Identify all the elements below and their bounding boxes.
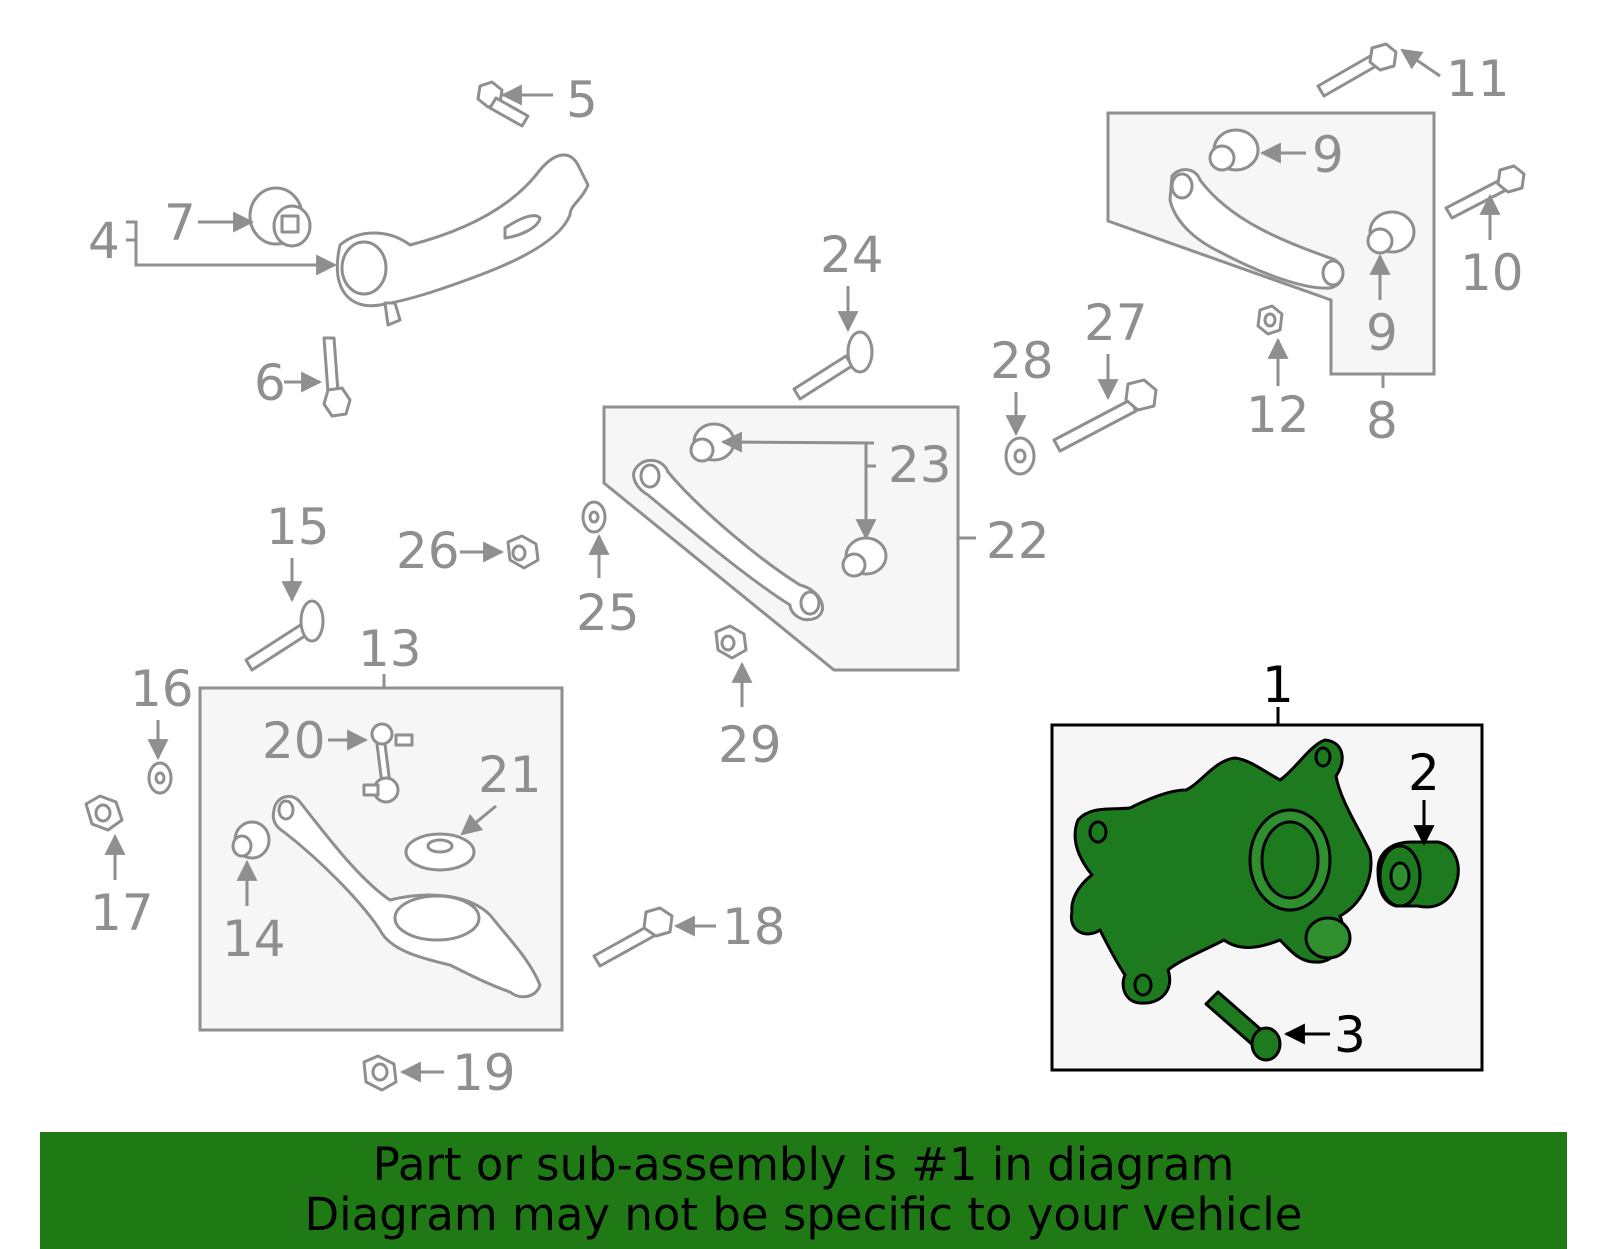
- upper-arm-eye-1: [1170, 172, 1194, 200]
- part-9-bushing-bottom[interactable]: [1366, 210, 1416, 255]
- part-5-bolt[interactable]: [476, 80, 530, 128]
- callout-29: 29: [718, 716, 782, 774]
- part-12-nut[interactable]: [1256, 304, 1284, 336]
- callout-28: 28: [990, 332, 1054, 390]
- callout-7: 7: [164, 194, 196, 252]
- banner-line-1: Part or sub-assembly is #1 in diagram: [372, 1138, 1235, 1191]
- callout-22: 22: [986, 512, 1050, 570]
- part-11-bolt[interactable]: [1316, 42, 1398, 98]
- part-29-nut[interactable]: [714, 624, 748, 660]
- part-15-bolt[interactable]: [244, 599, 325, 672]
- lower-arm-spring-seat: [393, 894, 481, 942]
- part-16-washer[interactable]: [147, 761, 173, 795]
- callout-24: 24: [820, 226, 884, 284]
- callout-15: 15: [266, 498, 330, 556]
- part-21-spring-seat[interactable]: [404, 832, 476, 872]
- callout-13: 13: [358, 620, 422, 678]
- toe-link-eye-1: [639, 463, 661, 489]
- part-26-nut[interactable]: [506, 534, 540, 570]
- part-19-nut[interactable]: [362, 1054, 398, 1092]
- callout-9b: 9: [1366, 304, 1398, 362]
- callout-21: 21: [478, 746, 542, 804]
- callout-20: 20: [262, 712, 326, 770]
- toe-link-eye-2: [799, 590, 821, 616]
- upper-arm-eye-2: [1321, 259, 1345, 287]
- part-24-bolt[interactable]: [792, 330, 874, 401]
- part-10-bolt[interactable]: [1444, 164, 1526, 220]
- part-23-bushing-bottom[interactable]: [841, 536, 888, 578]
- part-9-bushing-top[interactable]: [1208, 128, 1260, 172]
- knuckle-hub-bore-inner: [1260, 820, 1320, 900]
- callout-3: 3: [1334, 1006, 1366, 1064]
- callout-10: 10: [1460, 244, 1524, 302]
- callout-8: 8: [1366, 392, 1398, 450]
- part-25-washer[interactable]: [581, 500, 607, 534]
- part-20-stabilizer-link[interactable]: [362, 722, 414, 804]
- callout-1: 1: [1262, 656, 1294, 714]
- part-6-bolt[interactable]: [322, 336, 352, 418]
- callout-14: 14: [222, 910, 286, 968]
- callout-19: 19: [452, 1044, 516, 1102]
- callout-23: 23: [888, 436, 952, 494]
- part-3-bolt[interactable]: [1204, 990, 1282, 1062]
- part-18-bolt[interactable]: [592, 906, 674, 968]
- callout-2: 2: [1408, 744, 1440, 802]
- leader-23: [720, 431, 875, 453]
- part-17-nut[interactable]: [84, 794, 124, 832]
- part-7-bushing[interactable]: [248, 186, 312, 248]
- leader-11: [1400, 48, 1441, 78]
- trailing-arm-bushing-eye: [340, 240, 388, 296]
- callout-11: 11: [1446, 50, 1510, 108]
- trailing-arm-slot: [503, 214, 542, 240]
- part-28-washer[interactable]: [1004, 436, 1036, 476]
- callout-6: 6: [254, 354, 286, 412]
- leader-4: [126, 220, 338, 276]
- toe-link[interactable]: [632, 458, 824, 621]
- callout-25: 25: [576, 584, 640, 642]
- callout-12: 12: [1246, 386, 1310, 444]
- callout-4: 4: [88, 212, 120, 270]
- trailing-arm-bracket: [383, 301, 402, 327]
- knuckle-group: 1 2 3: [1050, 656, 1484, 1072]
- knuckle-left-eye: [1088, 820, 1108, 844]
- lower-arm-group: 15 16 17 18 19 20 21 14 13: [84, 498, 786, 1102]
- callout-16: 16: [130, 660, 194, 718]
- callout-18: 18: [722, 898, 786, 956]
- leader-21: [460, 804, 497, 836]
- lower-control-arm[interactable]: [271, 794, 542, 999]
- lower-arm-eye: [277, 799, 295, 821]
- knuckle-lower-eye: [1304, 916, 1352, 960]
- callout-9a: 9: [1312, 126, 1344, 184]
- part-1-knuckle[interactable]: [1069, 738, 1373, 1005]
- knuckle-bottom-eye: [1133, 973, 1153, 997]
- upper-arm-group: 9 9 11 10 12 8: [1106, 42, 1526, 450]
- callout-5: 5: [566, 71, 598, 129]
- knuckle-top-eye: [1314, 746, 1332, 768]
- part-27-bolt[interactable]: [1052, 378, 1158, 453]
- part-2-bushing[interactable]: [1376, 840, 1460, 909]
- info-banner: Part or sub-assembly is #1 in diagram Di…: [40, 1132, 1567, 1249]
- trailing-arm-group: 5 7 4 6: [88, 71, 598, 418]
- callout-27: 27: [1084, 294, 1148, 352]
- toe-link-group: 23 24 27 28 25 26 29 22: [396, 226, 1158, 774]
- banner-line-2: Diagram may not be specific to your vehi…: [304, 1188, 1303, 1241]
- part-14-bushing[interactable]: [231, 820, 271, 860]
- callout-26: 26: [396, 522, 460, 580]
- box-22: [602, 405, 960, 672]
- callout-17: 17: [90, 884, 154, 942]
